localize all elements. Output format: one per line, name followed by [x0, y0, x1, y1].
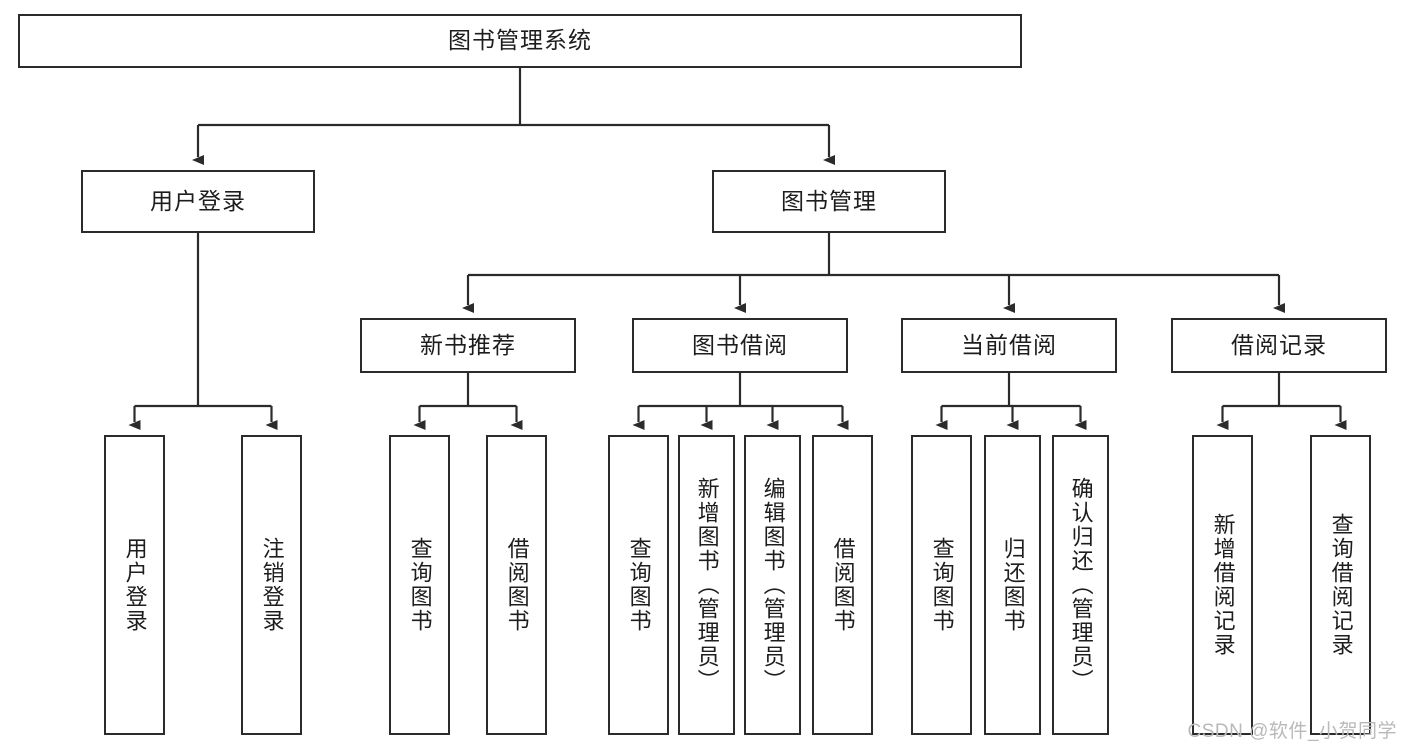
node-leaf-logout-label: 注销登录 — [259, 537, 285, 633]
node-leaf-query-book-recommend-label: 查询图书 — [407, 537, 433, 633]
node-leaf-borrow-book-label: 借阅图书 — [830, 537, 856, 633]
node-borrow-record-label: 借阅记录 — [1231, 331, 1327, 358]
node-book-manage-label: 图书管理 — [781, 187, 877, 214]
node-root-label: 图书管理系统 — [448, 27, 592, 54]
node-new-book-recommend[interactable]: 新书推荐 — [360, 318, 576, 373]
node-user-login[interactable]: 用户登录 — [81, 170, 315, 233]
node-leaf-add-borrow-record-label: 新增借阅记录 — [1210, 513, 1236, 657]
node-leaf-confirm-return-admin[interactable]: 确认归还（管理员） — [1052, 435, 1109, 735]
node-leaf-query-book-borrow[interactable]: 查询图书 — [608, 435, 669, 735]
node-book-borrow[interactable]: 图书借阅 — [632, 318, 848, 373]
node-leaf-confirm-return-admin-label: 确认归还（管理员） — [1068, 477, 1094, 693]
node-leaf-add-book-admin-label: 新增图书（管理员） — [694, 477, 720, 693]
node-leaf-borrow-book-recommend-label: 借阅图书 — [504, 537, 530, 633]
node-leaf-return-book-label: 归还图书 — [1000, 537, 1026, 633]
node-leaf-edit-book-admin[interactable]: 编辑图书（管理员） — [744, 435, 801, 735]
node-user-login-label: 用户登录 — [150, 187, 246, 214]
node-leaf-query-borrow-record[interactable]: 查询借阅记录 — [1310, 435, 1371, 735]
node-leaf-query-book-current[interactable]: 查询图书 — [911, 435, 972, 735]
node-new-book-recommend-label: 新书推荐 — [420, 331, 516, 358]
node-leaf-add-book-admin[interactable]: 新增图书（管理员） — [678, 435, 735, 735]
node-book-manage[interactable]: 图书管理 — [712, 170, 946, 233]
node-borrow-record[interactable]: 借阅记录 — [1171, 318, 1387, 373]
node-leaf-edit-book-admin-label: 编辑图书（管理员） — [760, 477, 786, 693]
node-current-borrow[interactable]: 当前借阅 — [901, 318, 1117, 373]
node-leaf-query-book-current-label: 查询图书 — [929, 537, 955, 633]
node-current-borrow-label: 当前借阅 — [961, 331, 1057, 358]
node-root[interactable]: 图书管理系统 — [18, 14, 1022, 68]
node-leaf-query-book-recommend[interactable]: 查询图书 — [389, 435, 450, 735]
watermark-text: CSDN @软件_小贺同学 — [1187, 721, 1397, 742]
node-leaf-logout[interactable]: 注销登录 — [241, 435, 302, 735]
node-book-borrow-label: 图书借阅 — [692, 331, 788, 358]
node-leaf-borrow-book[interactable]: 借阅图书 — [812, 435, 873, 735]
node-leaf-return-book[interactable]: 归还图书 — [984, 435, 1041, 735]
node-leaf-add-borrow-record[interactable]: 新增借阅记录 — [1192, 435, 1253, 735]
node-leaf-borrow-book-recommend[interactable]: 借阅图书 — [486, 435, 547, 735]
node-leaf-query-book-borrow-label: 查询图书 — [626, 537, 652, 633]
node-leaf-user-login[interactable]: 用户登录 — [104, 435, 165, 735]
node-leaf-query-borrow-record-label: 查询借阅记录 — [1328, 513, 1354, 657]
node-leaf-user-login-label: 用户登录 — [122, 537, 148, 633]
connector-group — [128, 68, 1347, 430]
